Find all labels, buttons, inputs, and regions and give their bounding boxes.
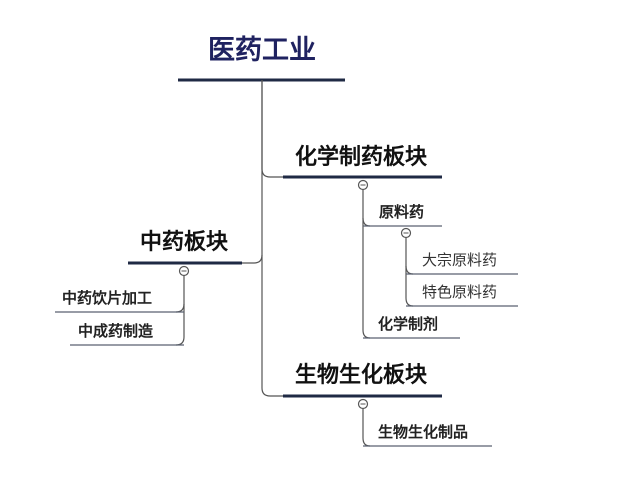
specialty-api-node-label[interactable]: 特色原料药: [422, 283, 498, 301]
bio-products-node-label[interactable]: 生物生化制品: [378, 423, 469, 441]
tcm-connector: [242, 254, 263, 264]
api-collapse-toggle[interactable]: [400, 227, 412, 239]
slices-connector: [175, 303, 185, 313]
chemical-collapse-toggle[interactable]: [357, 179, 369, 191]
api-node-label[interactable]: 原料药: [379, 203, 425, 221]
bio-collapse-toggle[interactable]: [357, 398, 369, 410]
formulation-node-label[interactable]: 化学制剂: [378, 315, 439, 333]
root-node-label[interactable]: 医药工业: [208, 35, 316, 66]
bulk-api-node-label[interactable]: 大宗原料药: [422, 251, 498, 269]
chemical-connector: [261, 80, 283, 178]
chemical-children-connector: [362, 190, 371, 339]
bio-children-connector: [362, 409, 371, 447]
tcm-collapse-toggle[interactable]: [178, 265, 190, 277]
api-connector: [362, 217, 371, 227]
bulk-connector: [405, 265, 414, 275]
bio-connector: [261, 255, 283, 397]
bio-branch-label[interactable]: 生物生化板块: [295, 363, 428, 388]
tcm-branch-label[interactable]: 中药板块: [140, 230, 229, 255]
tcm-children-connector: [175, 276, 185, 346]
chemical-branch-label[interactable]: 化学制药板块: [295, 145, 428, 170]
tcm-patent-node-label[interactable]: 中成药制造: [78, 322, 154, 340]
tcm-slices-node-label[interactable]: 中药饮片加工: [62, 289, 153, 307]
